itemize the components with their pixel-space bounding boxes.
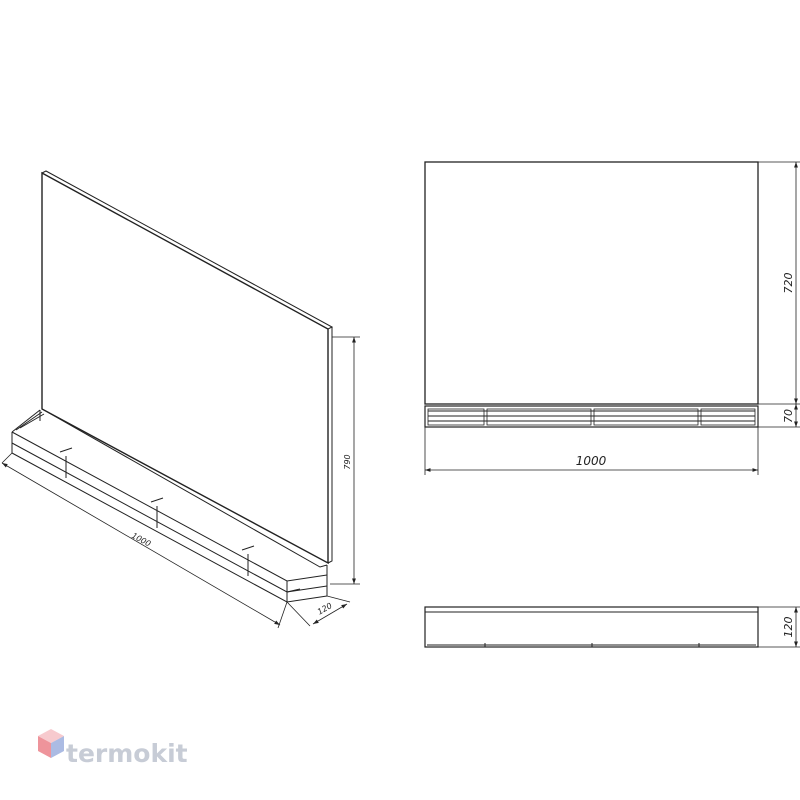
iso-shelf	[11, 408, 328, 603]
iso-depth-dimension	[286, 595, 351, 627]
iso-height-dimension	[330, 336, 360, 585]
front-mirror	[424, 161, 759, 405]
cube-icon	[38, 729, 64, 758]
iso-depth-label: 120	[316, 601, 334, 616]
front-view	[424, 161, 800, 475]
iso-mirror-panel	[41, 170, 334, 565]
bottom-view	[424, 606, 800, 648]
isometric-view	[1, 170, 360, 629]
front-width-label: 1000	[576, 454, 607, 468]
watermark-brand: termokit	[66, 739, 188, 768]
front-width-dimension	[424, 427, 759, 475]
iso-height-label: 790	[343, 454, 352, 469]
bottom-outline	[424, 606, 759, 648]
iso-width-label: 1000	[130, 531, 152, 549]
front-shelf	[424, 405, 759, 428]
bottom-depth-dimension	[758, 606, 800, 648]
iso-width-dimension	[1, 452, 288, 629]
watermark-logo: termokit	[38, 729, 188, 768]
front-shelf-height-label: 70	[782, 409, 795, 423]
bottom-depth-label: 120	[782, 617, 795, 638]
front-height-label: 720	[782, 273, 795, 294]
front-height-dimension	[758, 161, 800, 428]
